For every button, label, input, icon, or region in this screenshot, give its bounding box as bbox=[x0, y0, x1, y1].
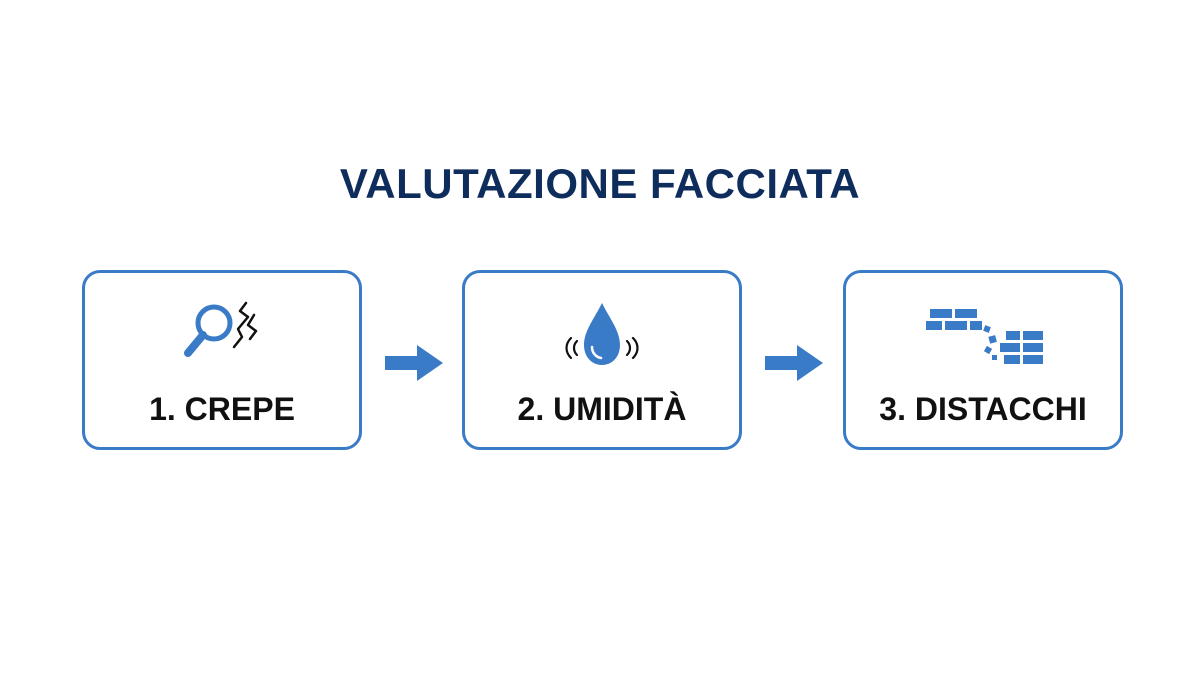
step-box-crepe: 1. CREPE bbox=[82, 270, 362, 450]
magnifier-crack-icon bbox=[85, 295, 359, 375]
step-label: 1. CREPE bbox=[149, 391, 295, 427]
step-box-distacchi: 3. DISTACCHI bbox=[843, 270, 1123, 450]
water-drop-icon bbox=[465, 295, 739, 375]
right-arrow-icon bbox=[385, 345, 443, 386]
right-arrow-icon bbox=[765, 345, 823, 386]
step-label: 2. UMIDITÀ bbox=[517, 391, 687, 427]
diagram-title: VALUTAZIONE FACCIATA bbox=[339, 160, 861, 207]
step-label: 3. DISTACCHI bbox=[879, 391, 1087, 427]
detached-bricks-icon bbox=[846, 295, 1120, 375]
step-box-umidita: 2. UMIDITÀ bbox=[462, 270, 742, 450]
